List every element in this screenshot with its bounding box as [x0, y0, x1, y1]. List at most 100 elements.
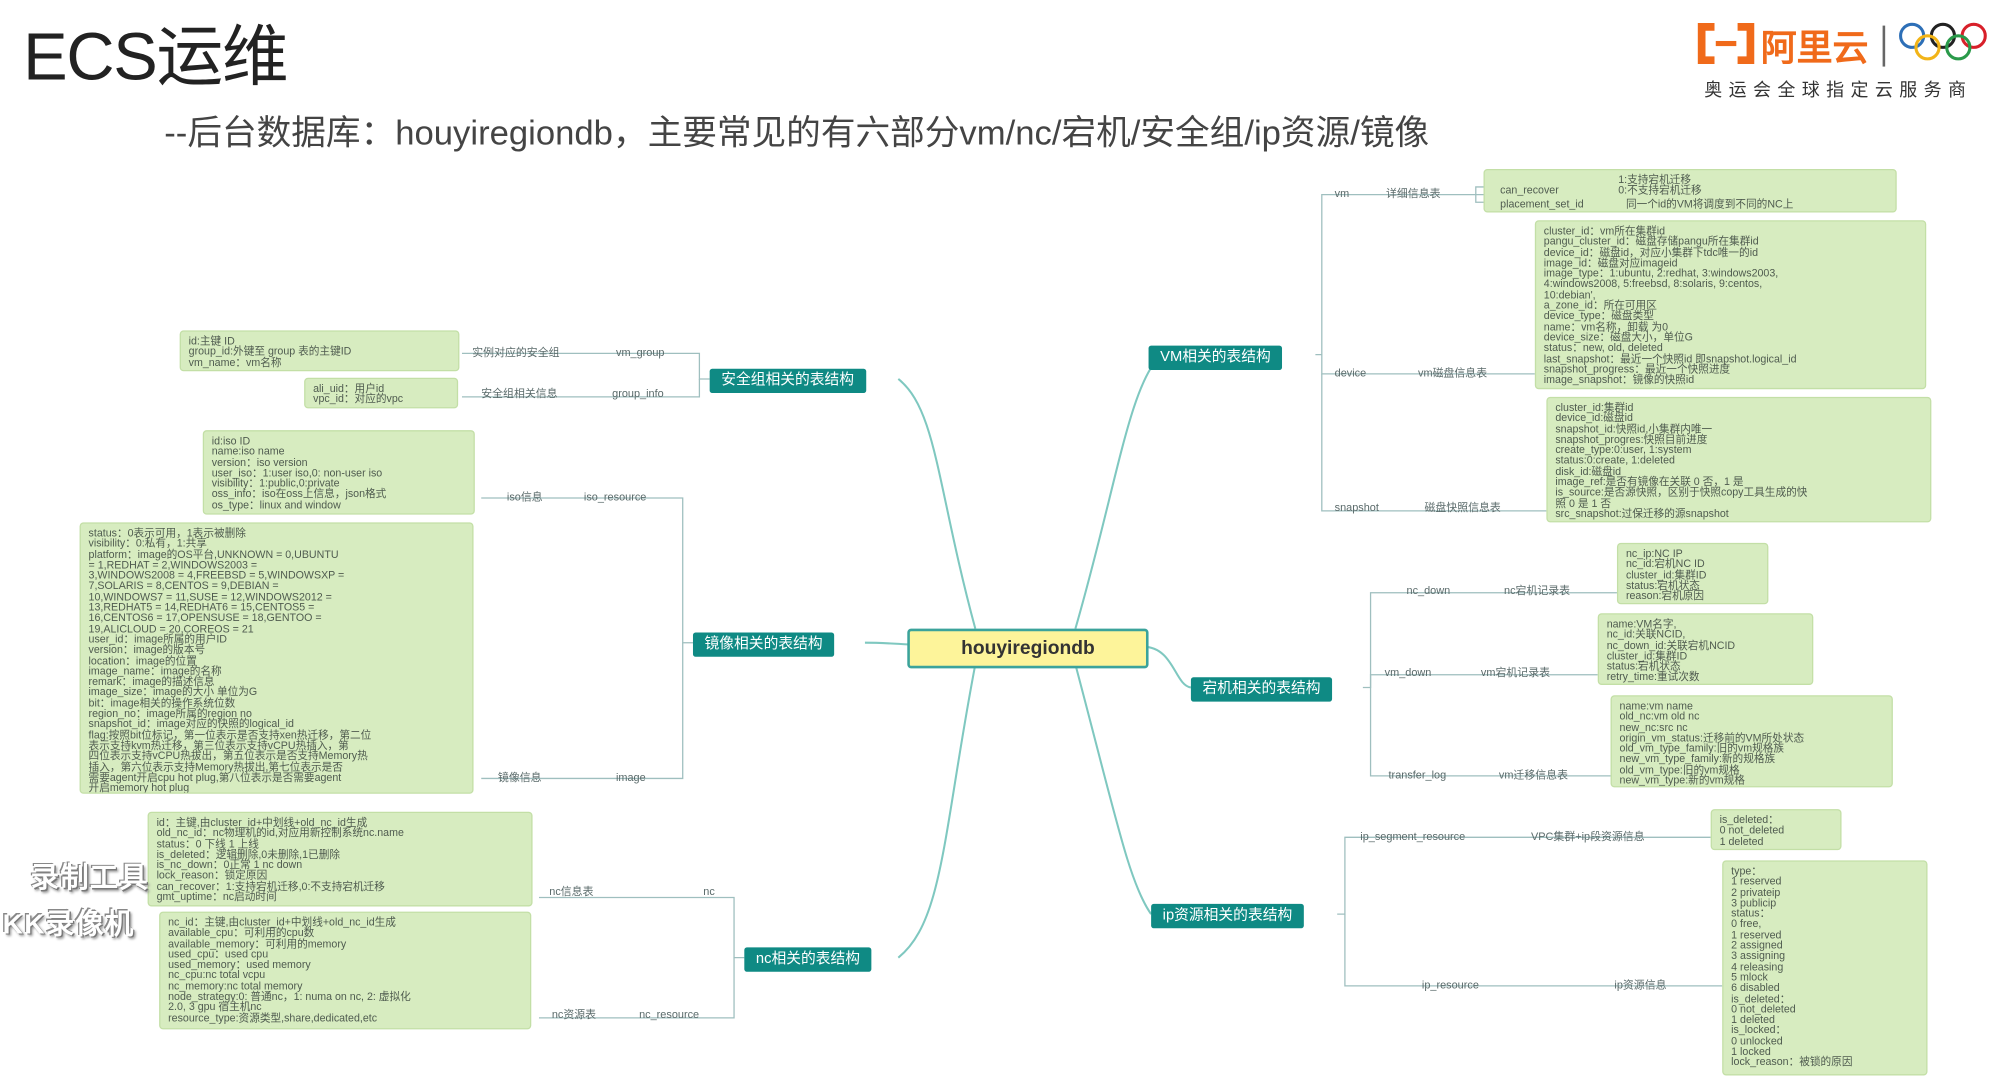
label-image-desc: 镜像信息	[497, 770, 542, 784]
box-ip-resource-line: 1 deleted	[1731, 1012, 1775, 1026]
label-vm: vm	[1334, 186, 1350, 200]
box-nc-resource-line: node_strategy:0: 普通nc，1: numa on nc, 2: …	[168, 989, 411, 1003]
label-group-info-desc: 安全组相关信息	[481, 386, 558, 400]
box-nc-resource-line: nc_id：主键,由cluster_id+中划线+old_nc_id生成	[168, 915, 396, 929]
label-iso-resource: iso_resource	[583, 490, 647, 504]
box-nc-info-line: is_nc_down：0正常 1 nc down	[156, 858, 303, 871]
label-vm-down: vm_down	[1384, 665, 1432, 679]
vm-detail-line-2: 0:不支持宕机迁移	[1618, 183, 1702, 197]
box-nc-resource-line: used_memory：used memory	[168, 957, 311, 971]
box-nc-info-line: id：主键,由cluster_id+中划线+old_nc_id生成	[156, 815, 368, 829]
box-vm-group-line: vm_name：vm名称	[188, 355, 282, 369]
box-transfer-line: new_vm_type:新的vm规格	[1619, 773, 1745, 787]
vm-detail-line-1: 1:支持宕机迁移	[1618, 172, 1692, 186]
box-ip-resource-line: 4 releasing	[1731, 959, 1784, 973]
box-iso-line: name:iso name	[211, 444, 285, 458]
branch-downtime: 宕机相关的表结构	[1190, 677, 1333, 702]
box-vm-down-line: nc_down_id:关联宕机NCID	[1606, 638, 1736, 652]
box-transfer-line: origin_vm_status:迁移前的VM所处状态	[1619, 730, 1805, 744]
box-snapshot-line: snapshot_id:快照id,小集群内唯一	[1555, 421, 1713, 435]
label-vm-down-desc: vm宕机记录表	[1480, 665, 1551, 679]
box-vm-group-line: group_id:外键至 group 表的主键ID	[188, 344, 352, 358]
box-image-line: 四位表示支持vCPU热拔出，第五位表示是否支持Memory热	[88, 749, 368, 763]
olympic-rings-icon	[1899, 22, 1987, 61]
box-image-line: image_name：image的名称	[88, 664, 222, 678]
box-snapshot-line: disk_id:磁盘id	[1555, 464, 1622, 478]
box-nc-info-line: status：0 下线 1 上线	[156, 836, 259, 850]
box-ip-resource-line: 1 reserved	[1731, 927, 1782, 941]
box-ip-resource-line: is_deleted：	[1731, 991, 1791, 1005]
box-image-line: snapshot_id：image对应的快照的logical_id	[88, 717, 294, 731]
box-ip-resource-line: 5 mlock	[1731, 970, 1768, 984]
box-device-line: cluster_id：vm所在集群id	[1543, 224, 1666, 237]
box-nc-down-line: nc_ip:NC IP	[1625, 546, 1683, 560]
box-nc-resource-line: used_cpu：used cpu	[168, 947, 269, 961]
box-nc-down-line: nc_id:宕机NC ID	[1625, 557, 1705, 571]
box-transfer-line: old_vm_type:旧的vm规格	[1619, 762, 1740, 776]
box-ip-resource-line: type：	[1731, 864, 1762, 878]
box-image-line: 19,ALICLOUD = 20,COREOS = 21	[88, 621, 254, 635]
box-nc-resource-line: resource_type:资源类型,share,dedicated,etc	[168, 1011, 378, 1024]
box-iso-line: visibility：1:public,0:private	[211, 476, 340, 490]
box-device-line: device_type：磁盘类型	[1543, 309, 1654, 322]
branch-nc: nc相关的表结构	[744, 947, 872, 972]
box-ip-segment-line: is_deleted：	[1719, 812, 1779, 826]
center-node: houyiregiondb	[907, 628, 1149, 669]
box-nc-down-line: reason:宕机原因	[1625, 589, 1705, 602]
box-ip-resource-line: status：	[1731, 906, 1771, 920]
box-iso-line: id:iso ID	[211, 434, 251, 447]
box-ip-resource-line: 0 not_deleted	[1731, 1002, 1796, 1016]
label-device-desc: vm磁盘信息表	[1418, 366, 1488, 379]
page-subtitle: --后台数据库：houyiregiondb，主要常见的有六部分vm/nc/宕机/…	[164, 113, 1430, 153]
label-ip-segment-desc: VPC集群+ip段资源信息	[1530, 829, 1645, 843]
label-vm-desc: 详细信息表	[1385, 186, 1441, 200]
box-image-line: 16,CENTOS6 = 17,OPENSUSE = 18,GENTOO =	[88, 611, 322, 624]
box-ip-resource-line: 0 free,	[1731, 917, 1762, 931]
label-snapshot: snapshot	[1334, 500, 1379, 514]
box-device-line: device_id：磁盘id，对应小集群下tdc唯一的id	[1543, 245, 1759, 259]
aliyun-bracket-icon	[1697, 23, 1755, 65]
label-vm-group: vm_group	[615, 345, 665, 359]
box-ip-resource-line: 1 locked	[1731, 1044, 1771, 1058]
box-transfer-line: new_nc:src nc	[1619, 720, 1688, 734]
box-ip-resource-line: 0 unlocked	[1731, 1034, 1783, 1047]
box-ip-resource-line: 2 assigned	[1731, 938, 1783, 952]
box-vm-group-line: id:主键 ID	[188, 334, 235, 347]
box-nc-info-line: gmt_uptime：nc启动时间	[156, 889, 277, 903]
branch-security: 安全组相关的表结构	[709, 368, 866, 394]
box-device-line: image_id：磁盘对应imageid	[1543, 255, 1678, 269]
box-vm-down: name:VM名字,nc_id:关联NCID,nc_down_id:关联宕机NC…	[1597, 613, 1814, 685]
box-image-line: 10,WINDOWS7 = 11,SUSE = 12,WINDOWS2012 =	[88, 589, 332, 603]
box-image-line: location：image的位置	[88, 653, 197, 667]
label-vm-group-desc: 实例对应的安全组	[472, 345, 560, 359]
label-nc-resource: nc_resource	[639, 1007, 700, 1021]
box-nc-resource-line: available_memory：可利用的memory	[168, 936, 347, 950]
page-title: ECS运维	[23, 20, 289, 95]
box-group-info-line: ali_uid：用户id	[313, 381, 385, 395]
box-image-line: bit：image相关的操作系统位数	[88, 696, 236, 709]
box-nc-down-line: cluster_id:集群ID	[1625, 567, 1707, 581]
box-iso-line: version：iso version	[211, 455, 308, 469]
box-ip-resource-line: 3 assigning	[1731, 949, 1786, 962]
box-image-line: 表示支持kvm热迁移，第三位表示支持vCPU热插入，第	[88, 738, 349, 752]
box-device-line: device_size：磁盘大小，单位G	[1543, 330, 1693, 344]
box-snapshot-line: device_id:磁盘id	[1555, 411, 1633, 425]
box-image-line: user_id：image所属的用户ID	[88, 632, 228, 646]
brand-tagline: 奥运会全球指定云服务商	[1704, 79, 1973, 100]
box-iso-line: oss_info：iso在oss上信息，json格式	[211, 487, 387, 500]
box-nc-info-line: lock_reason：锁定原因	[156, 868, 268, 882]
box-ip-segment-line: 0 not_deleted	[1719, 823, 1785, 837]
watermark-line-1: 录制工具	[30, 861, 149, 894]
vm-detail-key-2: placement_set_id	[1500, 197, 1584, 210]
box-iso-line: user_iso：1:user iso,0: non-user iso	[211, 465, 383, 479]
label-group-info: group_info	[612, 386, 664, 400]
box-image-line: 3,WINDOWS2008 = 4,FREEBSD = 5,WINDOWSXP …	[88, 568, 345, 582]
box-device-line: snapshot_progress：最近一个快照进度	[1543, 362, 1731, 375]
